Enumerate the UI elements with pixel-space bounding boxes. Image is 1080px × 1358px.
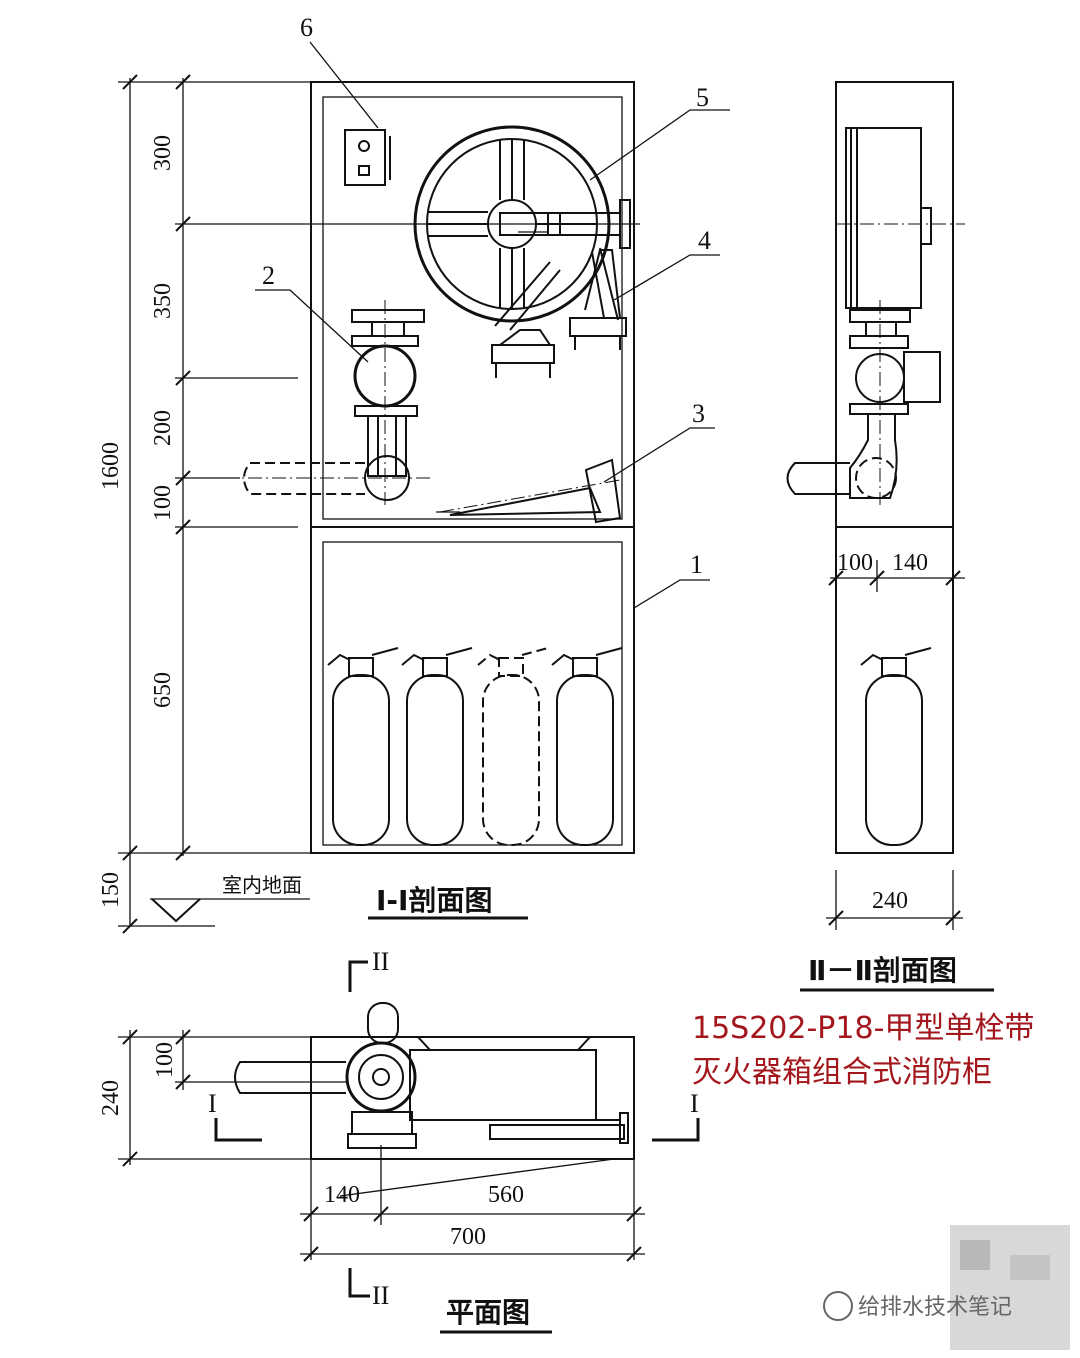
- item-number-2: 2: [262, 261, 275, 290]
- cut-mark-left: [214, 1118, 262, 1142]
- fire-hydrant-valve: [200, 300, 430, 505]
- floor-symbol: [151, 898, 201, 923]
- dim-350: 350: [150, 283, 176, 319]
- cut-mark-right: [652, 1118, 700, 1142]
- item-number-6: 6: [300, 13, 313, 42]
- caption-line-1: 15S202-P18-甲型单栓带: [692, 1011, 1034, 1046]
- upper-compartment: [322, 96, 623, 520]
- caption-line-2: 灭火器箱组合式消防柜: [692, 1055, 992, 1090]
- cut-label-ii-bottom: II: [372, 1281, 389, 1310]
- wechat-icon: [823, 1291, 853, 1321]
- plan-title: 平面图: [446, 1296, 530, 1329]
- cut-label-ii-top: II: [372, 947, 389, 976]
- dim-200: 200: [150, 410, 176, 446]
- dim-150: 150: [98, 872, 124, 908]
- item-number-5: 5: [696, 83, 709, 112]
- item-number-1: 1: [690, 550, 703, 579]
- dim-100: 100: [150, 485, 176, 521]
- extinguisher-row: [327, 647, 623, 846]
- lower-compartment: [322, 541, 623, 846]
- section-1-1: 300 350 200 100 650 1600 150 室内地面: [98, 13, 730, 934]
- item-number-4: 4: [698, 226, 711, 255]
- extinguisher: [401, 647, 473, 846]
- dim-300: 300: [150, 135, 176, 171]
- cut-label-i-right: I: [690, 1089, 699, 1118]
- plan-valve: [234, 1002, 417, 1149]
- side-extinguisher: [860, 647, 932, 846]
- dim-plan-240: 240: [98, 1080, 124, 1116]
- cut-mark-top: [348, 960, 368, 992]
- dim-side-140: 140: [892, 550, 928, 576]
- section-2-2-title: Ⅱ－Ⅱ剖面图: [808, 954, 957, 987]
- cut-mark-bottom: [348, 1268, 370, 1298]
- side-cabinet: [835, 81, 954, 854]
- cabinet-outer: [310, 81, 635, 854]
- dim-plan-560: 560: [488, 1182, 524, 1208]
- extinguisher-dashed: [477, 647, 549, 846]
- dim-650: 650: [150, 672, 176, 708]
- hose-reel: [413, 125, 631, 323]
- extinguisher: [327, 647, 399, 846]
- watermark-text: 给排水技术笔记: [858, 1295, 1012, 1320]
- cut-label-i-left: I: [208, 1089, 217, 1118]
- spray-nozzle: [436, 458, 622, 524]
- dim-side-240: 240: [872, 888, 908, 914]
- section-1-1-title: I-I剖面图: [376, 884, 492, 917]
- dim-side-100: 100: [837, 550, 873, 576]
- dim-plan-100: 100: [152, 1042, 178, 1078]
- plan-cabinet: [310, 1036, 635, 1160]
- side-hose-reel: [836, 127, 965, 309]
- dim-plan-140: 140: [324, 1182, 360, 1208]
- alarm-button-box: [344, 129, 391, 186]
- side-valve: [786, 300, 941, 505]
- section-2-2: 100 140 240 Ⅱ－Ⅱ剖面图: [786, 81, 994, 992]
- extinguisher: [551, 647, 623, 846]
- floor-label: 室内地面: [222, 873, 302, 897]
- item-number-3: 3: [692, 399, 705, 428]
- plan-view: 100 240 140 560 700 II II I I 平面图: [98, 947, 700, 1334]
- dim-plan-700: 700: [450, 1224, 486, 1250]
- hose-nozzles: [491, 247, 627, 378]
- dim-1600: 1600: [98, 442, 124, 490]
- watermark: 给排水技术笔记: [823, 1225, 1070, 1350]
